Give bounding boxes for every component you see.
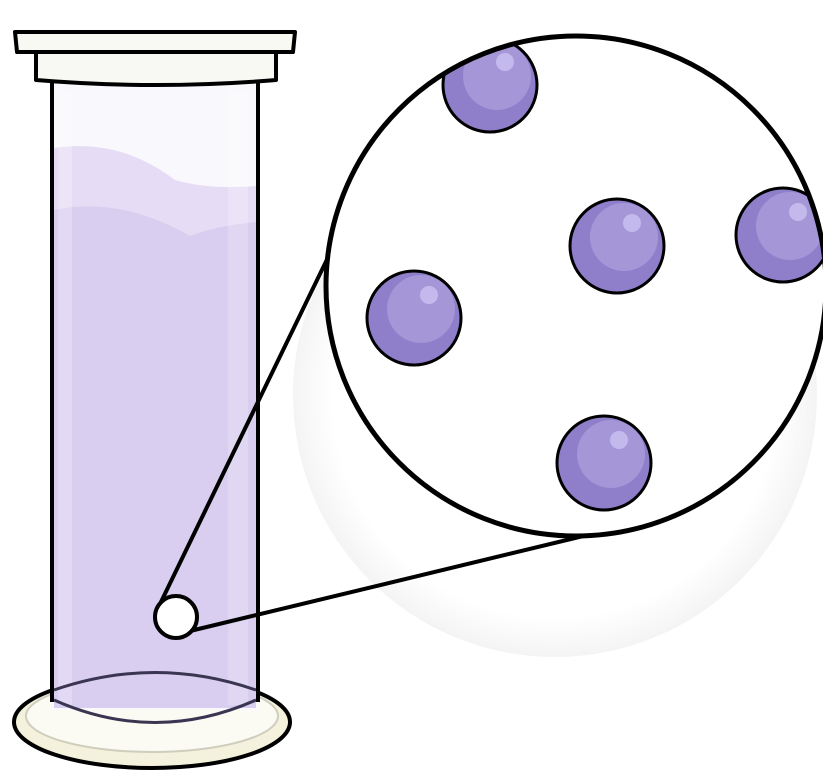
cylinder-flange — [15, 32, 295, 52]
particle-sphere-icon — [570, 199, 664, 293]
particle-sphere-icon — [557, 416, 651, 510]
graduated-cylinder-icon — [14, 32, 295, 768]
sample-spot — [155, 596, 197, 638]
particle-sphere-icon — [367, 271, 461, 365]
liquid — [54, 206, 256, 708]
cylinder-neck — [36, 52, 276, 85]
magnified-view-circle — [326, 36, 823, 536]
glass-shade-right — [228, 90, 248, 705]
glass-shade-left — [58, 90, 72, 705]
